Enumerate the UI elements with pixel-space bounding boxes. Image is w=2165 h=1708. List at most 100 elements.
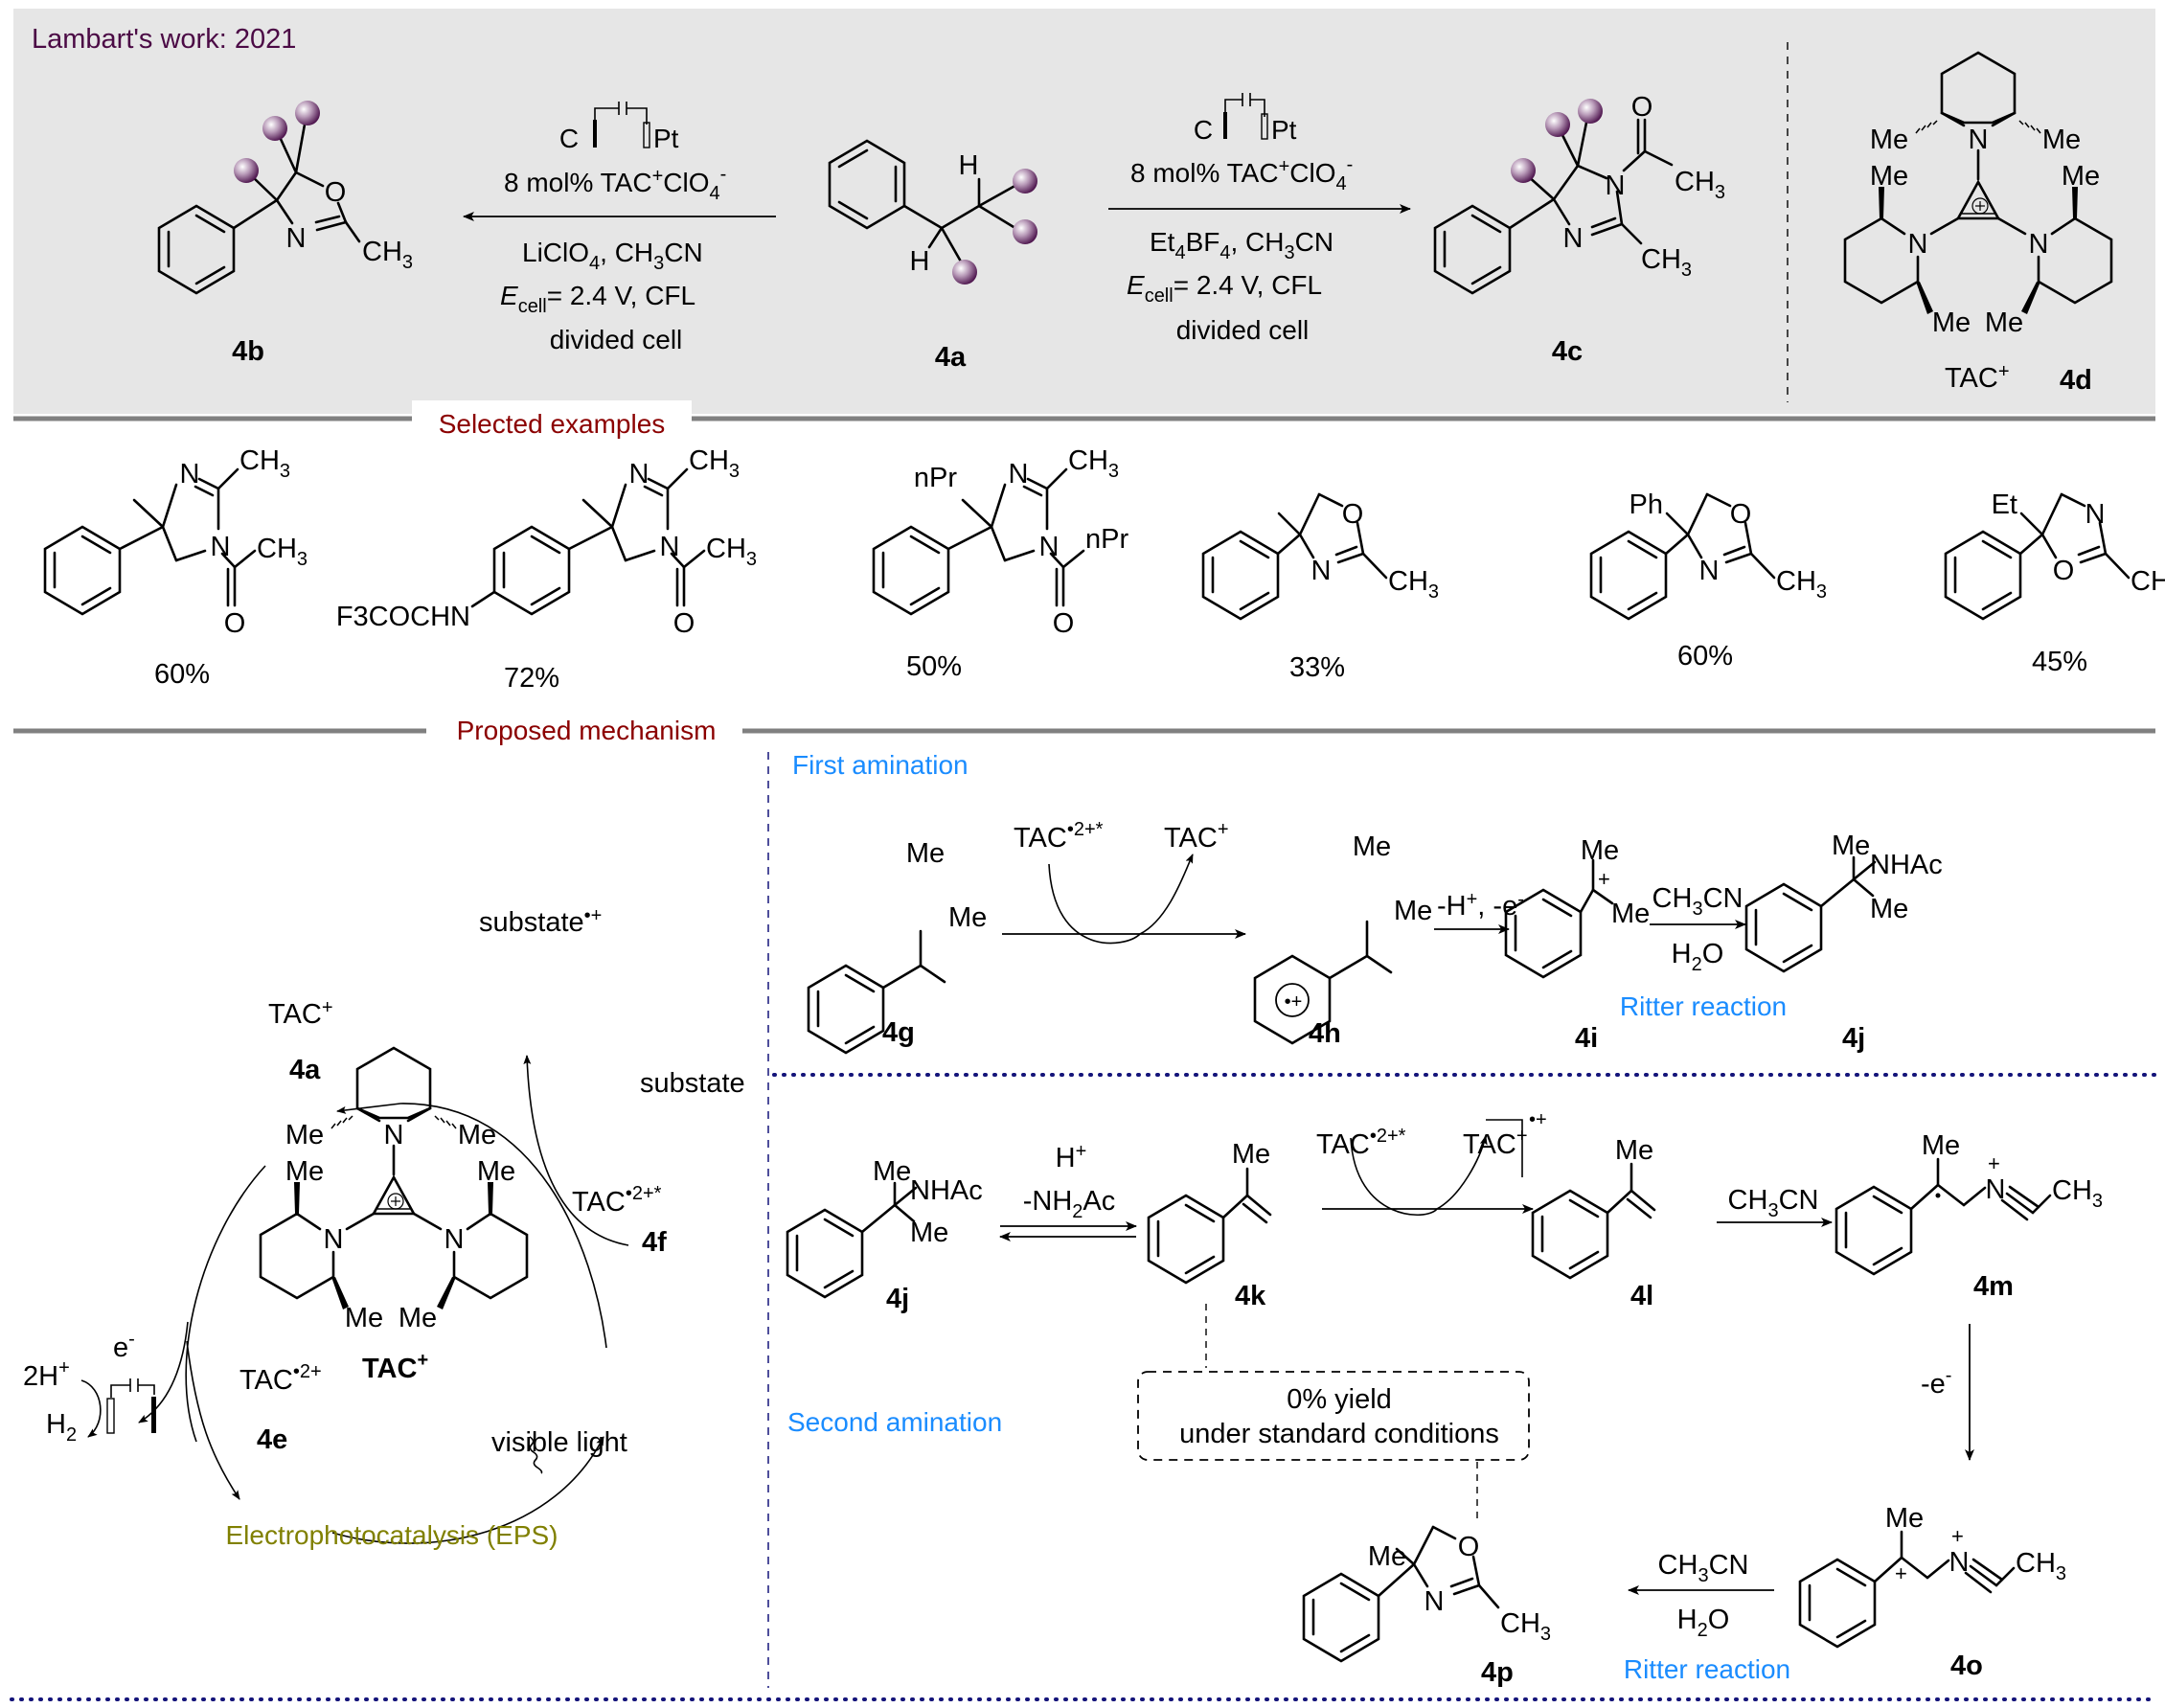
substrate-4a: H H 4a [828, 139, 1037, 373]
acetamide-loss: -NH2Ac [1023, 1186, 1116, 1222]
atom-n: N [1563, 223, 1584, 254]
radical-cation-label: •+ [1529, 1109, 1547, 1130]
atom-label: CH3 [257, 534, 308, 570]
section-title-mechanism: Proposed mechanism [457, 716, 717, 745]
atom-ch3: CH3 [1675, 167, 1725, 203]
atom-label: N [629, 459, 650, 490]
first-amination-panel: First amination Me Me 4g TAC•2+* TAC+ •+… [792, 750, 1943, 1055]
nitrile-reagent: CH3CN [1728, 1185, 1819, 1221]
compound-4h [1253, 920, 1393, 1045]
header-panel [13, 9, 2155, 414]
catalytic-cycle: TAC+ 4a substate•+ substate TAC•2+* 4f T… [23, 905, 745, 1550]
tac-ground-state: TAC+ [1164, 819, 1229, 854]
atom-label: CH3 [1388, 566, 1439, 603]
carbon-electrode-icon [593, 120, 597, 148]
electrode-label: Pt [1271, 115, 1297, 145]
compound-label-4a: 4a [289, 1055, 321, 1085]
cell-type: divided cell [1176, 315, 1310, 345]
atom-ch3: CH3 [1500, 1608, 1551, 1645]
methyl-label: Me [1581, 835, 1619, 866]
methyl-label: CH3 [2052, 1175, 2103, 1212]
yield-label: 33% [1289, 652, 1345, 683]
atom-label: CH3 [1068, 445, 1119, 482]
methyl-label: Me [1353, 831, 1391, 862]
catalyst-loading: 8 mol% TAC+ClO4- [1130, 154, 1353, 194]
atom-n: N [324, 1224, 344, 1255]
atom-label: N [1311, 556, 1332, 586]
atom-label: CH3 [706, 534, 757, 570]
ritter-reagent: H2O [1677, 1605, 1730, 1641]
cell-potential: Ecell= 2.4 V, CFL [500, 281, 695, 317]
methyl-label: Me [1932, 307, 1971, 338]
atom-label: O [1053, 608, 1075, 639]
compound-label-4j: 4j [886, 1284, 909, 1314]
atom-label: nPr [1085, 524, 1128, 555]
atom-label: N [180, 459, 200, 490]
electrolyte-solvent: LiClO4, CH3CN [522, 238, 703, 274]
compound-4l [1486, 1119, 1656, 1280]
anode-icon [151, 1397, 156, 1433]
cation-charge: + [1598, 867, 1610, 891]
cycle-arc-to-4a [336, 1103, 607, 1349]
right-reaction-conditions: C Pt 8 mol% TAC+ClO4- Et4BF4, CH3CN Ecel… [1108, 93, 1411, 345]
methyl-label: CH3 [2016, 1548, 2066, 1584]
tac-ground-state: TAC+ [268, 997, 333, 1030]
atom-label: N [1039, 532, 1060, 562]
compound-label-4l: 4l [1630, 1281, 1653, 1311]
protons-label: 2H+ [23, 1357, 70, 1392]
compound-label-4c: 4c [1552, 336, 1583, 367]
methyl-label: Me [1870, 894, 1908, 924]
compound-label-4i: 4i [1575, 1023, 1598, 1054]
compound-4i [1504, 858, 1614, 979]
atom-label: CH3 [239, 445, 290, 482]
compound-label-4b: 4b [232, 336, 264, 367]
methyl-label: Me [477, 1156, 515, 1187]
substituent-ball-icon [295, 101, 320, 125]
first-amination-title: First amination [792, 750, 969, 780]
substrate-oxidation-arrow [523, 1055, 629, 1246]
compound-4o [1798, 1530, 2016, 1649]
atom-n: N [286, 223, 307, 254]
compound-label-4f: 4f [642, 1227, 667, 1258]
compound-4m [1835, 1157, 2052, 1276]
methyl-label: Me [1615, 1135, 1653, 1166]
left-reaction-conditions: C Pt 8 mol% TAC+ClO4- LiClO4, CH3CN Ecel… [463, 102, 776, 354]
cation-charge: + [1895, 1561, 1907, 1585]
atom-label: O [1342, 499, 1364, 530]
methyl-label: Me [2042, 125, 2081, 155]
cell-type: divided cell [550, 325, 683, 354]
atom-h: H [959, 150, 979, 181]
atom-o: O [325, 177, 347, 208]
atom-n: N [1908, 229, 1928, 260]
atom-ch3: CH3 [1641, 244, 1692, 281]
compound-label-4j: 4j [1842, 1023, 1865, 1054]
atom-label: CH3 [1776, 566, 1827, 603]
cycle-arc-left [185, 1165, 266, 1443]
atom-n: N [1606, 171, 1626, 201]
compound-label-4k: 4k [1235, 1281, 1266, 1311]
methyl-label: Me [1922, 1130, 1960, 1161]
compound-label-4d: 4d [2060, 365, 2092, 396]
compound-label-4m: 4m [1973, 1271, 2014, 1302]
cycle-catalyst-structure: N N N Me Me Me Me Me Me TAC+ [259, 1046, 529, 1384]
substituent-ball-icon [234, 158, 259, 183]
cycle-catalyst-name: TAC+ [362, 1350, 428, 1384]
platinum-electrode-icon [1261, 113, 1268, 140]
substituent-ball-icon [262, 116, 287, 141]
catalyst-loading: 8 mol% TAC+ClO4- [504, 164, 726, 204]
ritter-reagent: H2O [1672, 939, 1724, 975]
section-title-selected-examples: Selected examples [439, 409, 666, 439]
ritter-reaction-label: Ritter reaction [1620, 991, 1787, 1021]
note-box [1137, 1371, 1530, 1461]
electrolyte-solvent: Et4BF4, CH3CN [1150, 227, 1333, 263]
proton-reduction-arrow [80, 1379, 102, 1438]
cell-potential: Ecell= 2.4 V, CFL [1127, 270, 1322, 307]
electrode-label: C [1194, 115, 1213, 145]
atom-label: N [1699, 556, 1720, 586]
